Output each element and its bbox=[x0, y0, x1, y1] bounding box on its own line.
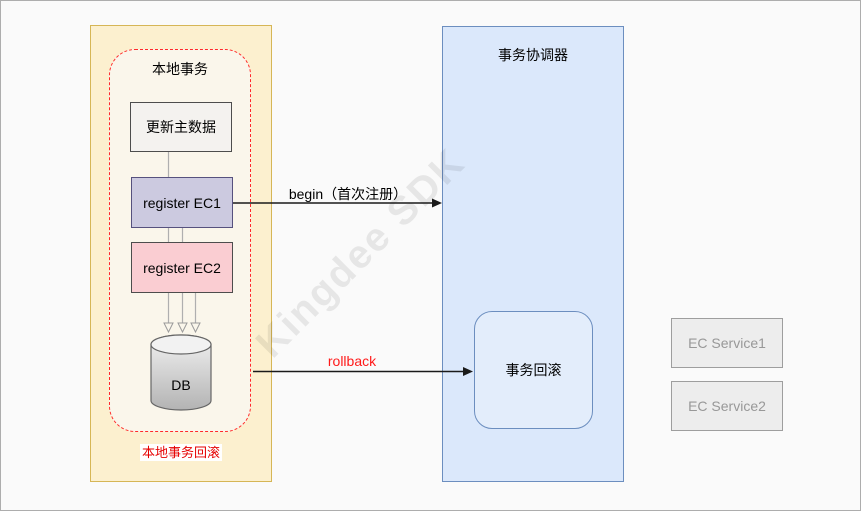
rollback-arrow-label: rollback bbox=[327, 353, 377, 369]
begin-arrow-label: begin（首次注册） bbox=[288, 186, 408, 202]
local-transaction-title: 本地事务 bbox=[152, 61, 208, 77]
register-ec1-node: register EC1 bbox=[131, 177, 233, 228]
ec-service1-node: EC Service1 bbox=[671, 318, 783, 368]
local-rollback-footer-label: 本地事务回滚 bbox=[139, 444, 222, 461]
database-cylinder-icon bbox=[150, 334, 212, 411]
begin-arrowhead bbox=[432, 198, 442, 208]
transaction-rollback-node: 事务回滚 bbox=[474, 311, 593, 429]
register-ec2-node: register EC2 bbox=[131, 242, 233, 293]
transaction-coordinator-container bbox=[442, 26, 624, 482]
update-master-data-node: 更新主数据 bbox=[130, 102, 232, 152]
local-rollback-footer: 本地事务回滚 bbox=[90, 442, 272, 462]
ec-service2-node: EC Service2 bbox=[671, 381, 783, 431]
db-node-label: DB bbox=[171, 377, 191, 393]
transaction-coordinator-title: 事务协调器 bbox=[498, 47, 568, 63]
